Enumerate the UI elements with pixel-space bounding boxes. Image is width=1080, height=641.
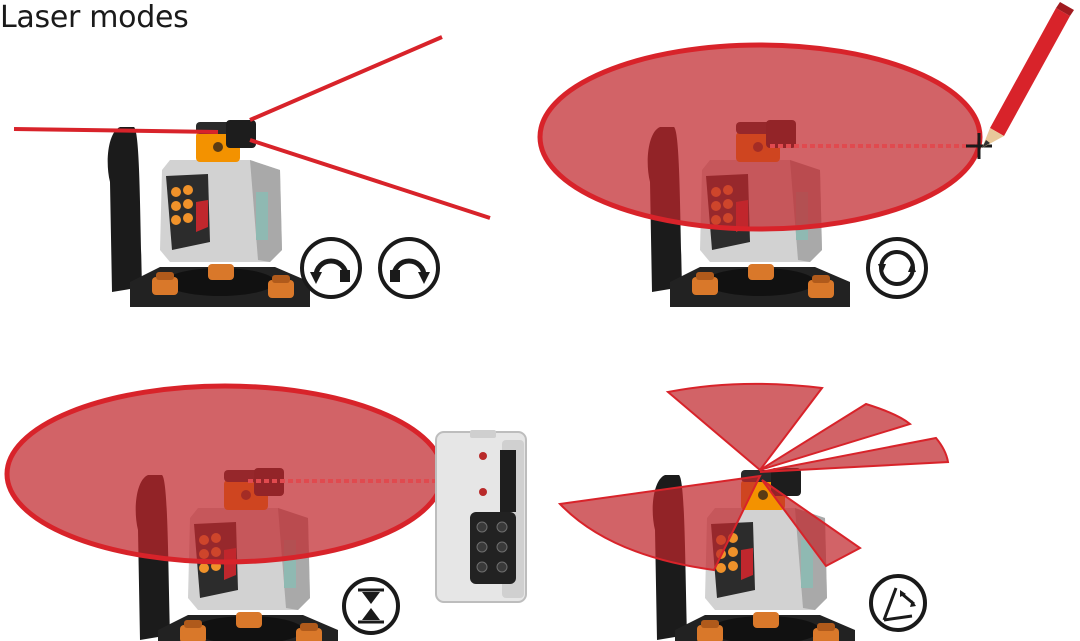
panel-line-scan xyxy=(557,382,950,641)
rotate-left-icon xyxy=(300,237,362,299)
angle-scan-icon xyxy=(869,574,927,632)
laser-fan xyxy=(761,479,862,568)
laser-receiver xyxy=(435,430,527,603)
laser-beam xyxy=(249,138,491,220)
laser-plane xyxy=(537,42,983,232)
hourglass-icon xyxy=(342,577,400,635)
laser-fan xyxy=(665,382,824,472)
laser-fan xyxy=(557,474,762,572)
panel-receiver xyxy=(4,383,527,641)
laser-beam xyxy=(13,127,219,134)
laser-plane xyxy=(4,383,446,565)
panel-rotation xyxy=(537,2,1074,307)
laser-fan xyxy=(759,402,913,471)
diagram-title: Laser modes xyxy=(0,0,189,35)
laser-fan xyxy=(759,436,950,473)
pencil-icon xyxy=(982,2,1074,148)
panel-point-line xyxy=(13,35,491,307)
rotate-right-icon xyxy=(378,237,440,299)
rotation-icon xyxy=(866,237,928,299)
laser-beam xyxy=(249,35,443,122)
